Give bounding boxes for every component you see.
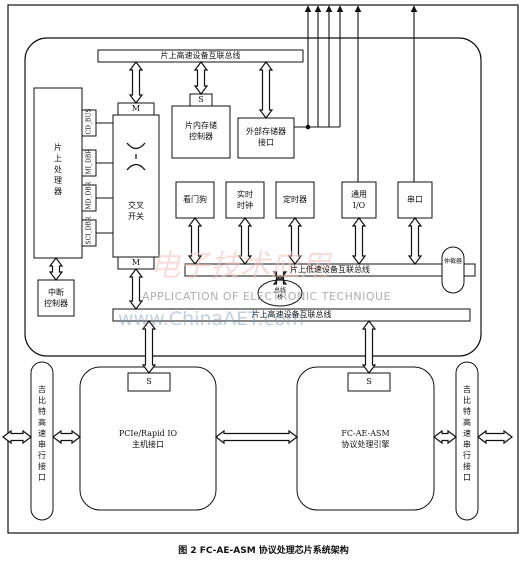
interrupt-ctrl-label: 中断 控制器 [44, 288, 68, 308]
soc-subsystem-boundary [24, 37, 482, 357]
slave-port-label-storage: S [198, 95, 204, 104]
processor-label: 片 上 处 理 器 [54, 143, 62, 196]
watchdog-box [175, 181, 215, 219]
ext-storage-to-hs-bus-arrow [258, 61, 274, 119]
timer-to-ls-bus-arrow [287, 217, 303, 265]
crossbar-x-symbol [126, 142, 146, 171]
watermark-line2: www.ChinaAET.com [118, 308, 305, 330]
ls-bus-to-bridge-arrow [272, 271, 288, 285]
watchdog-label: 看门狗 [183, 195, 207, 204]
lower-hs-bus-bar [112, 308, 471, 322]
watchdog-to-ls-bus-arrow [187, 217, 203, 265]
gbit-serial-left-label: 吉 比 特 高 速 串 行 接 口 [38, 385, 46, 482]
master-port-label-bottom: M [131, 258, 141, 267]
uart-label: 串口 [407, 195, 423, 204]
on-chip-storage-ctrl-label: 片内存储 控制器 [185, 121, 217, 141]
pcie-to-asm-arrow [215, 429, 298, 445]
processor-to-interrupt-arrow [48, 257, 64, 281]
chip-outer-boundary [7, 4, 519, 534]
rtc-to-ls-bus-arrow [237, 217, 253, 265]
hs-bus-label: 片上高速设备互联总线 [160, 51, 241, 60]
mi-bus-label: MI_DBR [85, 149, 93, 175]
on-chip-ls-bus-bar [184, 263, 476, 277]
right-serial-external-arrow [477, 429, 513, 445]
rtc-box [225, 181, 265, 219]
left-serial-external-arrow [2, 429, 32, 445]
uart-to-ls-bus-arrow [407, 217, 423, 265]
gbit-serial-left-box [30, 361, 54, 521]
asm-engine-label: FC-AE-ASM 协议处理引擎 [341, 429, 390, 449]
rtc-label: 实时 时钟 [237, 190, 253, 210]
on-chip-storage-ctrl-box [171, 105, 231, 159]
gpio-label: 通用 I/O [351, 190, 367, 210]
figure-caption: 图 2 FC-AE-ASM 协议处理芯片系统架构 [178, 546, 349, 556]
gbit-serial-right-box [455, 361, 479, 521]
crossbar-to-hs-bus-arrow [128, 61, 144, 104]
pcie-if-label: PCIe/Rapid IO 主机接口 [118, 429, 178, 449]
gpio-box [341, 181, 377, 219]
md-bus-label: MD_DBR [85, 181, 93, 210]
master-port-label-top: M [131, 104, 141, 113]
crossbar-label: 交叉 开关 [128, 201, 144, 221]
watermark-chars: 电子技术应用 [150, 249, 333, 284]
storage-ctrl-to-hs-bus-arrow [193, 61, 209, 95]
crossbar-box [112, 114, 160, 258]
lower-bus-to-asm-arrow [361, 320, 377, 374]
cd-bus-label: CD_BUS [85, 108, 93, 135]
external-io-lines [294, 5, 418, 182]
ls-bus-label: 片上低速设备互联总线 [290, 265, 370, 274]
interrupt-ctrl-box [37, 279, 75, 317]
arbiter-label: 仲裁器 [443, 258, 462, 265]
ext-storage-if-box [237, 117, 295, 159]
lower-hs-bus-label: 片上高速设备互联总线 [251, 310, 332, 319]
timer-label: 定时器 [283, 195, 307, 204]
ext-storage-if-label: 外部存储器 接口 [246, 127, 286, 147]
pcie-slave-label: S [146, 377, 152, 386]
watermark-line1: APPLICATION OF ELECTRONIC TECHNIQUE [142, 290, 391, 303]
lower-bus-to-pcie-arrow [141, 320, 157, 374]
gbit-serial-right-label: 吉 比 特 高 速 串 行 接 口 [463, 385, 471, 482]
on-chip-processor-box [33, 87, 83, 259]
sci-bus-label: SCI_DBR [85, 216, 93, 245]
left-serial-to-pcie-arrow [52, 429, 81, 445]
arbiter-pill [441, 246, 465, 294]
gpio-to-ls-bus-arrow [351, 217, 367, 265]
asm-to-right-serial-arrow [433, 429, 457, 445]
asm-slave-label: S [366, 377, 372, 386]
bus-bridge-label: 总线 桥 [273, 287, 286, 301]
crossbar-to-lower-bus-arrow [128, 268, 144, 310]
